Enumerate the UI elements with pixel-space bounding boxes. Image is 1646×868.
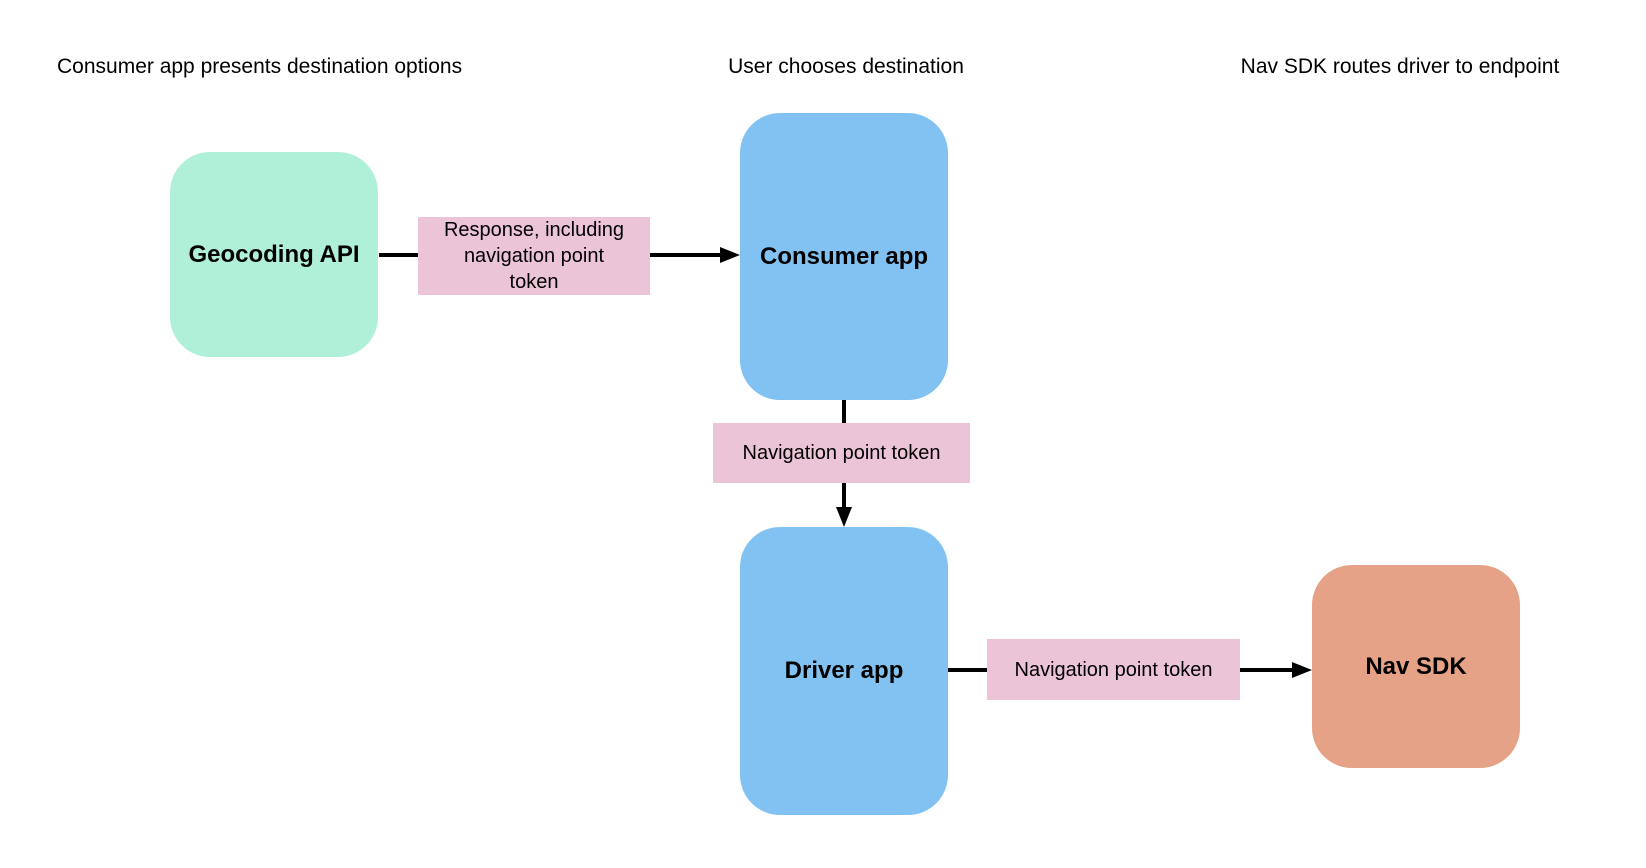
edge-label-navigation-point-token-vertical: Navigation point token <box>713 423 970 483</box>
node-nav-sdk: Nav SDK <box>1312 565 1520 768</box>
node-geocoding-api-label: Geocoding API <box>188 240 360 268</box>
node-driver-app: Driver app <box>740 527 948 815</box>
arrowhead-down-icon <box>836 507 852 527</box>
column-title-consumer-presents: Consumer app presents destination option… <box>57 55 463 78</box>
edge-label-navigation-point-token-horizontal: Navigation point token <box>987 639 1240 700</box>
node-consumer-app-label: Consumer app <box>759 242 929 270</box>
node-driver-app-label: Driver app <box>784 657 904 684</box>
node-nav-sdk-label: Nav SDK <box>1365 652 1467 680</box>
arrowhead-right-icon <box>1292 662 1312 678</box>
node-consumer-app: Consumer app <box>740 113 948 400</box>
arrowhead-right-icon <box>720 247 740 263</box>
node-geocoding-api: Geocoding API <box>170 152 378 357</box>
edge-label-response-including-token: Response, including navigation point tok… <box>418 217 650 295</box>
column-title-user-chooses: User chooses destination <box>728 55 964 78</box>
column-title-nav-sdk-routes: Nav SDK routes driver to endpoint <box>1240 55 1560 78</box>
